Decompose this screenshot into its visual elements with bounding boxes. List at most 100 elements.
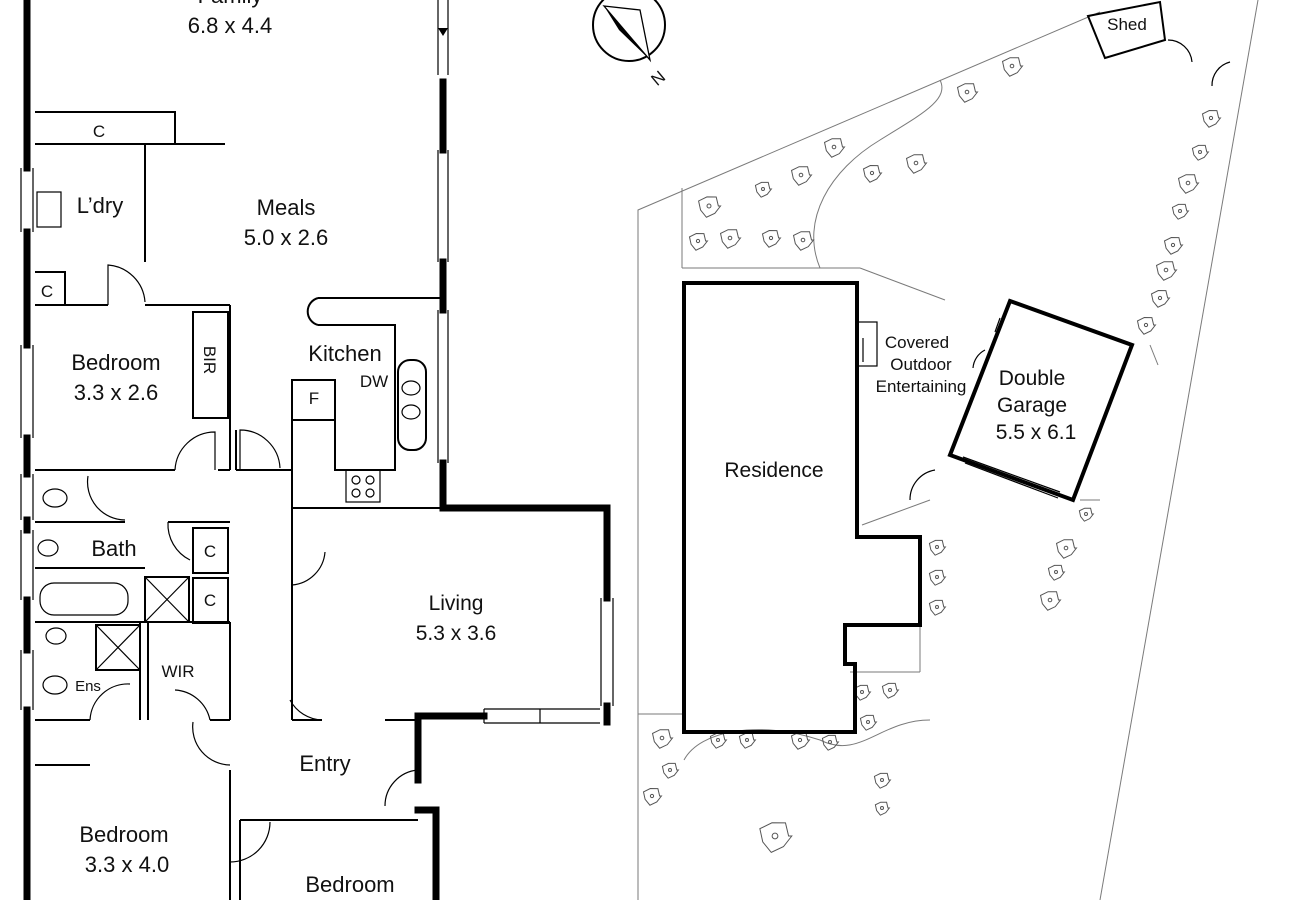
shrub-center-icon bbox=[964, 89, 970, 95]
shrub-center-icon bbox=[761, 187, 765, 191]
shrub-center-icon bbox=[768, 235, 774, 241]
shrub-icon bbox=[698, 196, 722, 218]
shrub-icon bbox=[1177, 174, 1200, 194]
shrub-center-icon bbox=[1208, 115, 1214, 121]
living-dims: 5.3 x 3.6 bbox=[416, 622, 497, 645]
shrub-center-icon bbox=[1047, 597, 1053, 603]
shrub-center-icon bbox=[913, 160, 919, 166]
shrub-icon bbox=[1136, 317, 1157, 335]
residence-label: Residence bbox=[724, 459, 823, 482]
shrub-center-icon bbox=[880, 778, 884, 782]
shrub-icon bbox=[821, 734, 840, 751]
wir-label: WIR bbox=[161, 662, 194, 681]
compass-icon: N bbox=[592, 0, 670, 90]
family-dims: 6.8 x 4.4 bbox=[188, 13, 272, 38]
shed: Shed bbox=[1086, 0, 1231, 87]
site-boundary bbox=[637, 0, 1259, 900]
north-label: N bbox=[648, 67, 670, 89]
shrub-center-icon bbox=[935, 605, 939, 609]
shrub-icon bbox=[928, 539, 947, 556]
outdoor-label-line3: Entertaining bbox=[876, 377, 967, 396]
shrub-icon bbox=[1163, 237, 1184, 255]
shrub-center-icon bbox=[935, 545, 939, 549]
shrub-center-icon bbox=[1185, 180, 1191, 186]
bedroom-2-dims: 3.3 x 2.6 bbox=[74, 380, 158, 405]
bedroom-main-dims: 3.3 x 4.0 bbox=[85, 852, 169, 877]
shrub-icon bbox=[928, 569, 947, 586]
garage-label-line2: Garage bbox=[997, 394, 1067, 417]
shrub-center-icon bbox=[880, 806, 884, 810]
meals-dims: 5.0 x 2.6 bbox=[244, 225, 328, 250]
shrub-icon bbox=[709, 732, 728, 749]
shrub-center-icon bbox=[1178, 209, 1182, 213]
cooktop bbox=[345, 469, 381, 503]
laundry-label: L’dry bbox=[77, 193, 123, 218]
shrub-icon bbox=[1171, 203, 1190, 220]
shrub-center-icon bbox=[727, 235, 733, 241]
shrub-center-icon bbox=[1084, 512, 1088, 516]
fridge-label: F bbox=[309, 389, 319, 408]
shrub-icon bbox=[1039, 591, 1062, 611]
bedroom-main-label: Bedroom bbox=[79, 822, 168, 847]
shrub-center-icon bbox=[800, 237, 806, 243]
shrub-icon bbox=[1191, 144, 1210, 161]
shrub-icon bbox=[928, 599, 947, 616]
shrub-center-icon bbox=[831, 144, 837, 150]
shrub-center-icon bbox=[649, 793, 655, 799]
shrub-center-icon bbox=[869, 170, 875, 176]
shrub-icon bbox=[651, 729, 674, 749]
cupboard-label: C bbox=[204, 591, 216, 610]
shrub-icon bbox=[1047, 564, 1066, 581]
shrub-center-icon bbox=[668, 768, 672, 772]
shrub-center-icon bbox=[716, 738, 720, 742]
shrub-center-icon bbox=[1009, 63, 1015, 69]
shrub-icon bbox=[1078, 507, 1095, 522]
shrub-icon bbox=[719, 229, 742, 249]
cupboard-label: C bbox=[93, 122, 105, 141]
shrub-icon bbox=[905, 154, 928, 174]
shrub-center-icon bbox=[1163, 267, 1169, 273]
shrub-center-icon bbox=[745, 738, 749, 742]
shrub-center-icon bbox=[659, 735, 665, 741]
garage-label-line1: Double bbox=[999, 367, 1066, 390]
room-labels: Family 6.8 x 4.4 C L’dry Meals 5.0 x 2.6… bbox=[41, 0, 496, 897]
meals-label: Meals bbox=[257, 195, 316, 220]
living-windows bbox=[483, 598, 614, 724]
ensuite-label: Ens bbox=[75, 678, 101, 695]
shrub-center-icon bbox=[866, 720, 870, 724]
shrub-center-icon bbox=[1198, 150, 1202, 154]
shrub-icon bbox=[792, 231, 815, 251]
bir-label: BIR bbox=[200, 346, 219, 374]
shrub-icon bbox=[761, 230, 782, 248]
shrub-icon bbox=[688, 233, 709, 251]
shrub-center-icon bbox=[797, 737, 803, 743]
shrub-icon bbox=[874, 801, 891, 816]
shrub-center-icon bbox=[771, 832, 779, 840]
dishwasher-label: DW bbox=[360, 372, 388, 391]
shrub-icon bbox=[956, 83, 979, 103]
east-windows bbox=[437, 0, 449, 463]
outdoor-label-line1: Covered bbox=[885, 333, 949, 352]
west-windows bbox=[20, 168, 34, 710]
shrub-center-icon bbox=[1157, 295, 1163, 301]
shrub-center-icon bbox=[798, 172, 804, 178]
shrub-icon bbox=[862, 165, 883, 183]
outdoor-entertaining: Covered Outdoor Entertaining bbox=[856, 321, 967, 396]
shrub-icon bbox=[1155, 261, 1178, 281]
cupboard-label: C bbox=[41, 282, 53, 301]
bedroom-3-label: Bedroom bbox=[305, 872, 394, 897]
shrub-icon bbox=[790, 166, 813, 186]
shrub-icon bbox=[1201, 110, 1222, 128]
outdoor-label-line2: Outdoor bbox=[890, 355, 952, 374]
shrub-center-icon bbox=[706, 203, 712, 209]
shrub-icon bbox=[759, 822, 793, 853]
shrub-icon bbox=[754, 181, 773, 198]
shrub-icon bbox=[823, 138, 846, 158]
entry-label: Entry bbox=[299, 751, 350, 776]
shed-label: Shed bbox=[1107, 15, 1147, 34]
bedroom-2-label: Bedroom bbox=[71, 350, 160, 375]
shrub-icon bbox=[642, 788, 663, 806]
residence-footprint: Residence bbox=[682, 281, 922, 734]
kitchen-label: Kitchen bbox=[308, 341, 381, 366]
